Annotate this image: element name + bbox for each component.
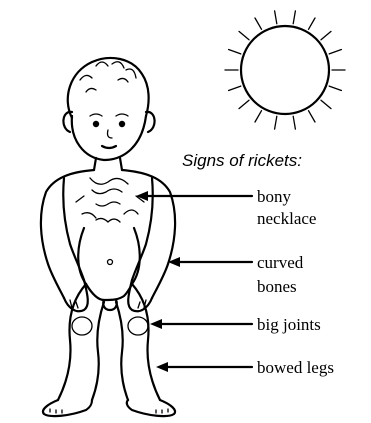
sun-ray <box>239 100 249 108</box>
sun-ray <box>321 100 331 108</box>
bowed-legs-label-line-1: bowed legs <box>257 358 334 377</box>
sun-ray <box>239 31 249 39</box>
sun-ray <box>293 116 295 129</box>
sun-ray <box>309 18 316 29</box>
sun-ray <box>309 111 316 122</box>
bowed-legs-arrow <box>156 362 252 372</box>
big-joints-label-line-1: big joints <box>257 315 321 334</box>
sun-ray <box>275 116 277 129</box>
big-joints-label: big joints <box>257 315 321 334</box>
sun-ray <box>229 86 241 90</box>
child-figure <box>41 58 175 416</box>
bony-necklace-label-line-2: necklace <box>257 209 316 228</box>
curved-bones-label-line-2: bones <box>257 277 297 296</box>
bowed-legs-label: bowed legs <box>257 358 334 377</box>
sun-ray <box>255 18 262 29</box>
sun-ray <box>329 50 341 54</box>
bony-necklace-label-line-1: bony <box>257 187 292 206</box>
sun-ray <box>321 31 331 39</box>
curved-bones-arrow <box>168 257 252 267</box>
sun-ray <box>229 50 241 54</box>
pointer-arrows <box>136 191 252 372</box>
curved-bones-label-line-1: curved <box>257 253 304 272</box>
sun-ray <box>255 111 262 122</box>
sun-icon <box>225 11 345 129</box>
sun-ray <box>293 11 295 24</box>
sun-ray <box>329 86 341 90</box>
big-joints-arrow <box>150 319 252 329</box>
curved-bones-label: curved bones <box>257 253 308 296</box>
sun-ray <box>275 11 277 24</box>
signs-heading: Signs of rickets: <box>182 151 302 170</box>
bony-necklace-label: bony necklace <box>257 187 316 228</box>
